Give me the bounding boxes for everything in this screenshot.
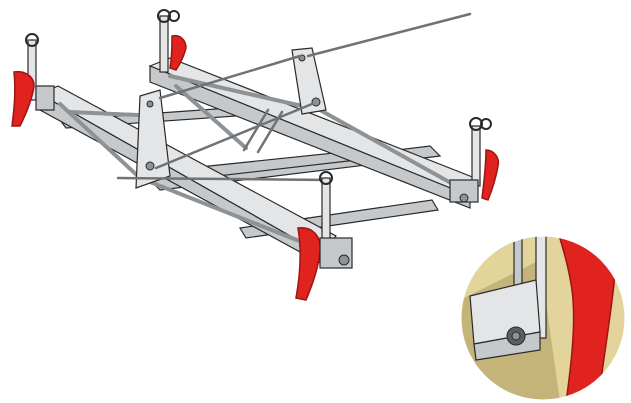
- brake-shoe-front-right: [295, 227, 321, 301]
- hanger-link-front-right: [319, 171, 333, 245]
- connecting-rods: [116, 54, 332, 182]
- shoe-holders: [35, 85, 479, 269]
- brake-shoes: [11, 34, 500, 301]
- pull-rod: [306, 12, 472, 58]
- triangular-lever-front: [135, 89, 171, 189]
- hanger-links: [25, 9, 492, 245]
- triangular-lever-rear: [291, 47, 327, 115]
- brake-shoe-rear-right: [481, 149, 500, 201]
- hanger-link-rear-left: [157, 9, 180, 73]
- hanger-link-front-left: [25, 33, 39, 101]
- brake-beam-rear: [148, 12, 481, 209]
- brake-shoe-rear-left: [169, 34, 187, 71]
- magnified-inset: [458, 233, 628, 403]
- brake-shoe-front-left: [11, 70, 35, 127]
